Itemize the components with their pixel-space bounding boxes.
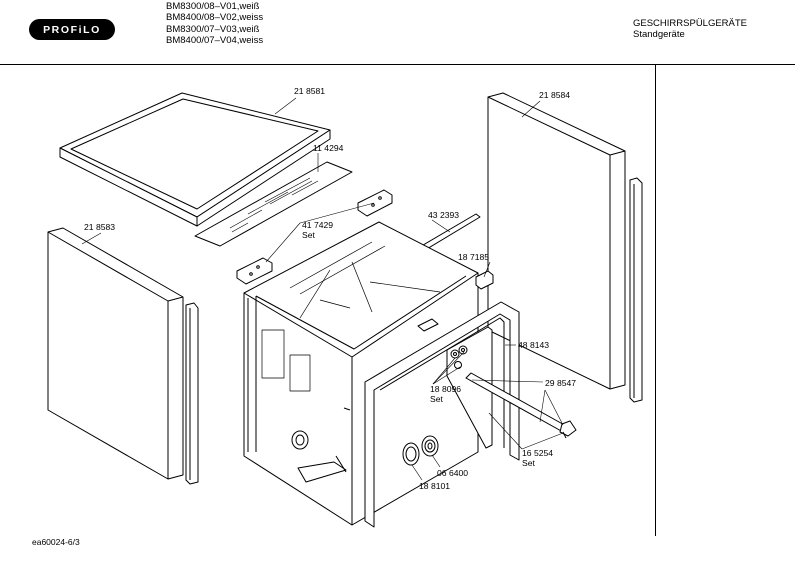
filter-part — [421, 435, 439, 457]
grommet-part — [402, 442, 420, 466]
part-label: 43 2393 — [428, 210, 459, 220]
part-label: 16 5254 — [522, 448, 553, 458]
clamp-part — [475, 270, 494, 290]
insulation-plate-part — [194, 161, 353, 247]
hinge-part — [236, 189, 393, 285]
part-label: 29 8547 — [545, 378, 576, 388]
profilo-logo: PROFiLO — [29, 19, 115, 40]
category-title: GESCHIRRSPÜLGERÄTE — [633, 18, 748, 29]
left-side-panel-part — [47, 227, 199, 485]
leader-lines — [81, 97, 564, 481]
part-label: 11 4294 — [313, 143, 344, 153]
right-margin-divider — [655, 64, 656, 536]
part-note: Set — [430, 394, 444, 404]
document-reference: ea60024-6/3 — [32, 537, 80, 547]
part-label: 18 7185 — [458, 252, 489, 262]
part-label: 21 8581 — [294, 86, 325, 96]
part-label: 18 8096 — [430, 384, 461, 394]
model-line: BM8400/08–V02,weiss — [166, 12, 264, 24]
model-line: BM8400/07–V04,weiss — [166, 34, 264, 46]
category-subtitle: Standgeräte — [633, 29, 685, 40]
part-label: 48 8143 — [518, 340, 549, 350]
worktop-part — [59, 92, 331, 227]
category-header: GESCHIRRSPÜLGERÄTE Standgeräte — [633, 18, 747, 40]
spray-arm-part — [465, 372, 577, 439]
part-note: Set — [302, 230, 316, 240]
part-label: 21 8584 — [539, 90, 570, 100]
part-note: Set — [522, 458, 536, 468]
model-line: BM8300/07–V03,weiß — [166, 23, 260, 35]
model-line: BM8300/08–V01,weiß — [166, 1, 260, 12]
model-list: BM8300/08–V01,weiß BM8400/08–V02,weiss B… — [166, 1, 263, 46]
right-side-panel-part — [487, 92, 643, 403]
part-label: 18 8101 — [419, 481, 450, 491]
part-label: 21 8583 — [84, 222, 115, 232]
header-divider — [0, 64, 795, 65]
tub-body — [243, 221, 479, 526]
part-label: 06 6400 — [437, 468, 468, 478]
part-label: 41 7429 — [302, 220, 333, 230]
door-seal-part — [364, 301, 520, 528]
part-labels: 21 8581 21 8584 11 4294 21 8583 41 7429 … — [84, 86, 576, 491]
